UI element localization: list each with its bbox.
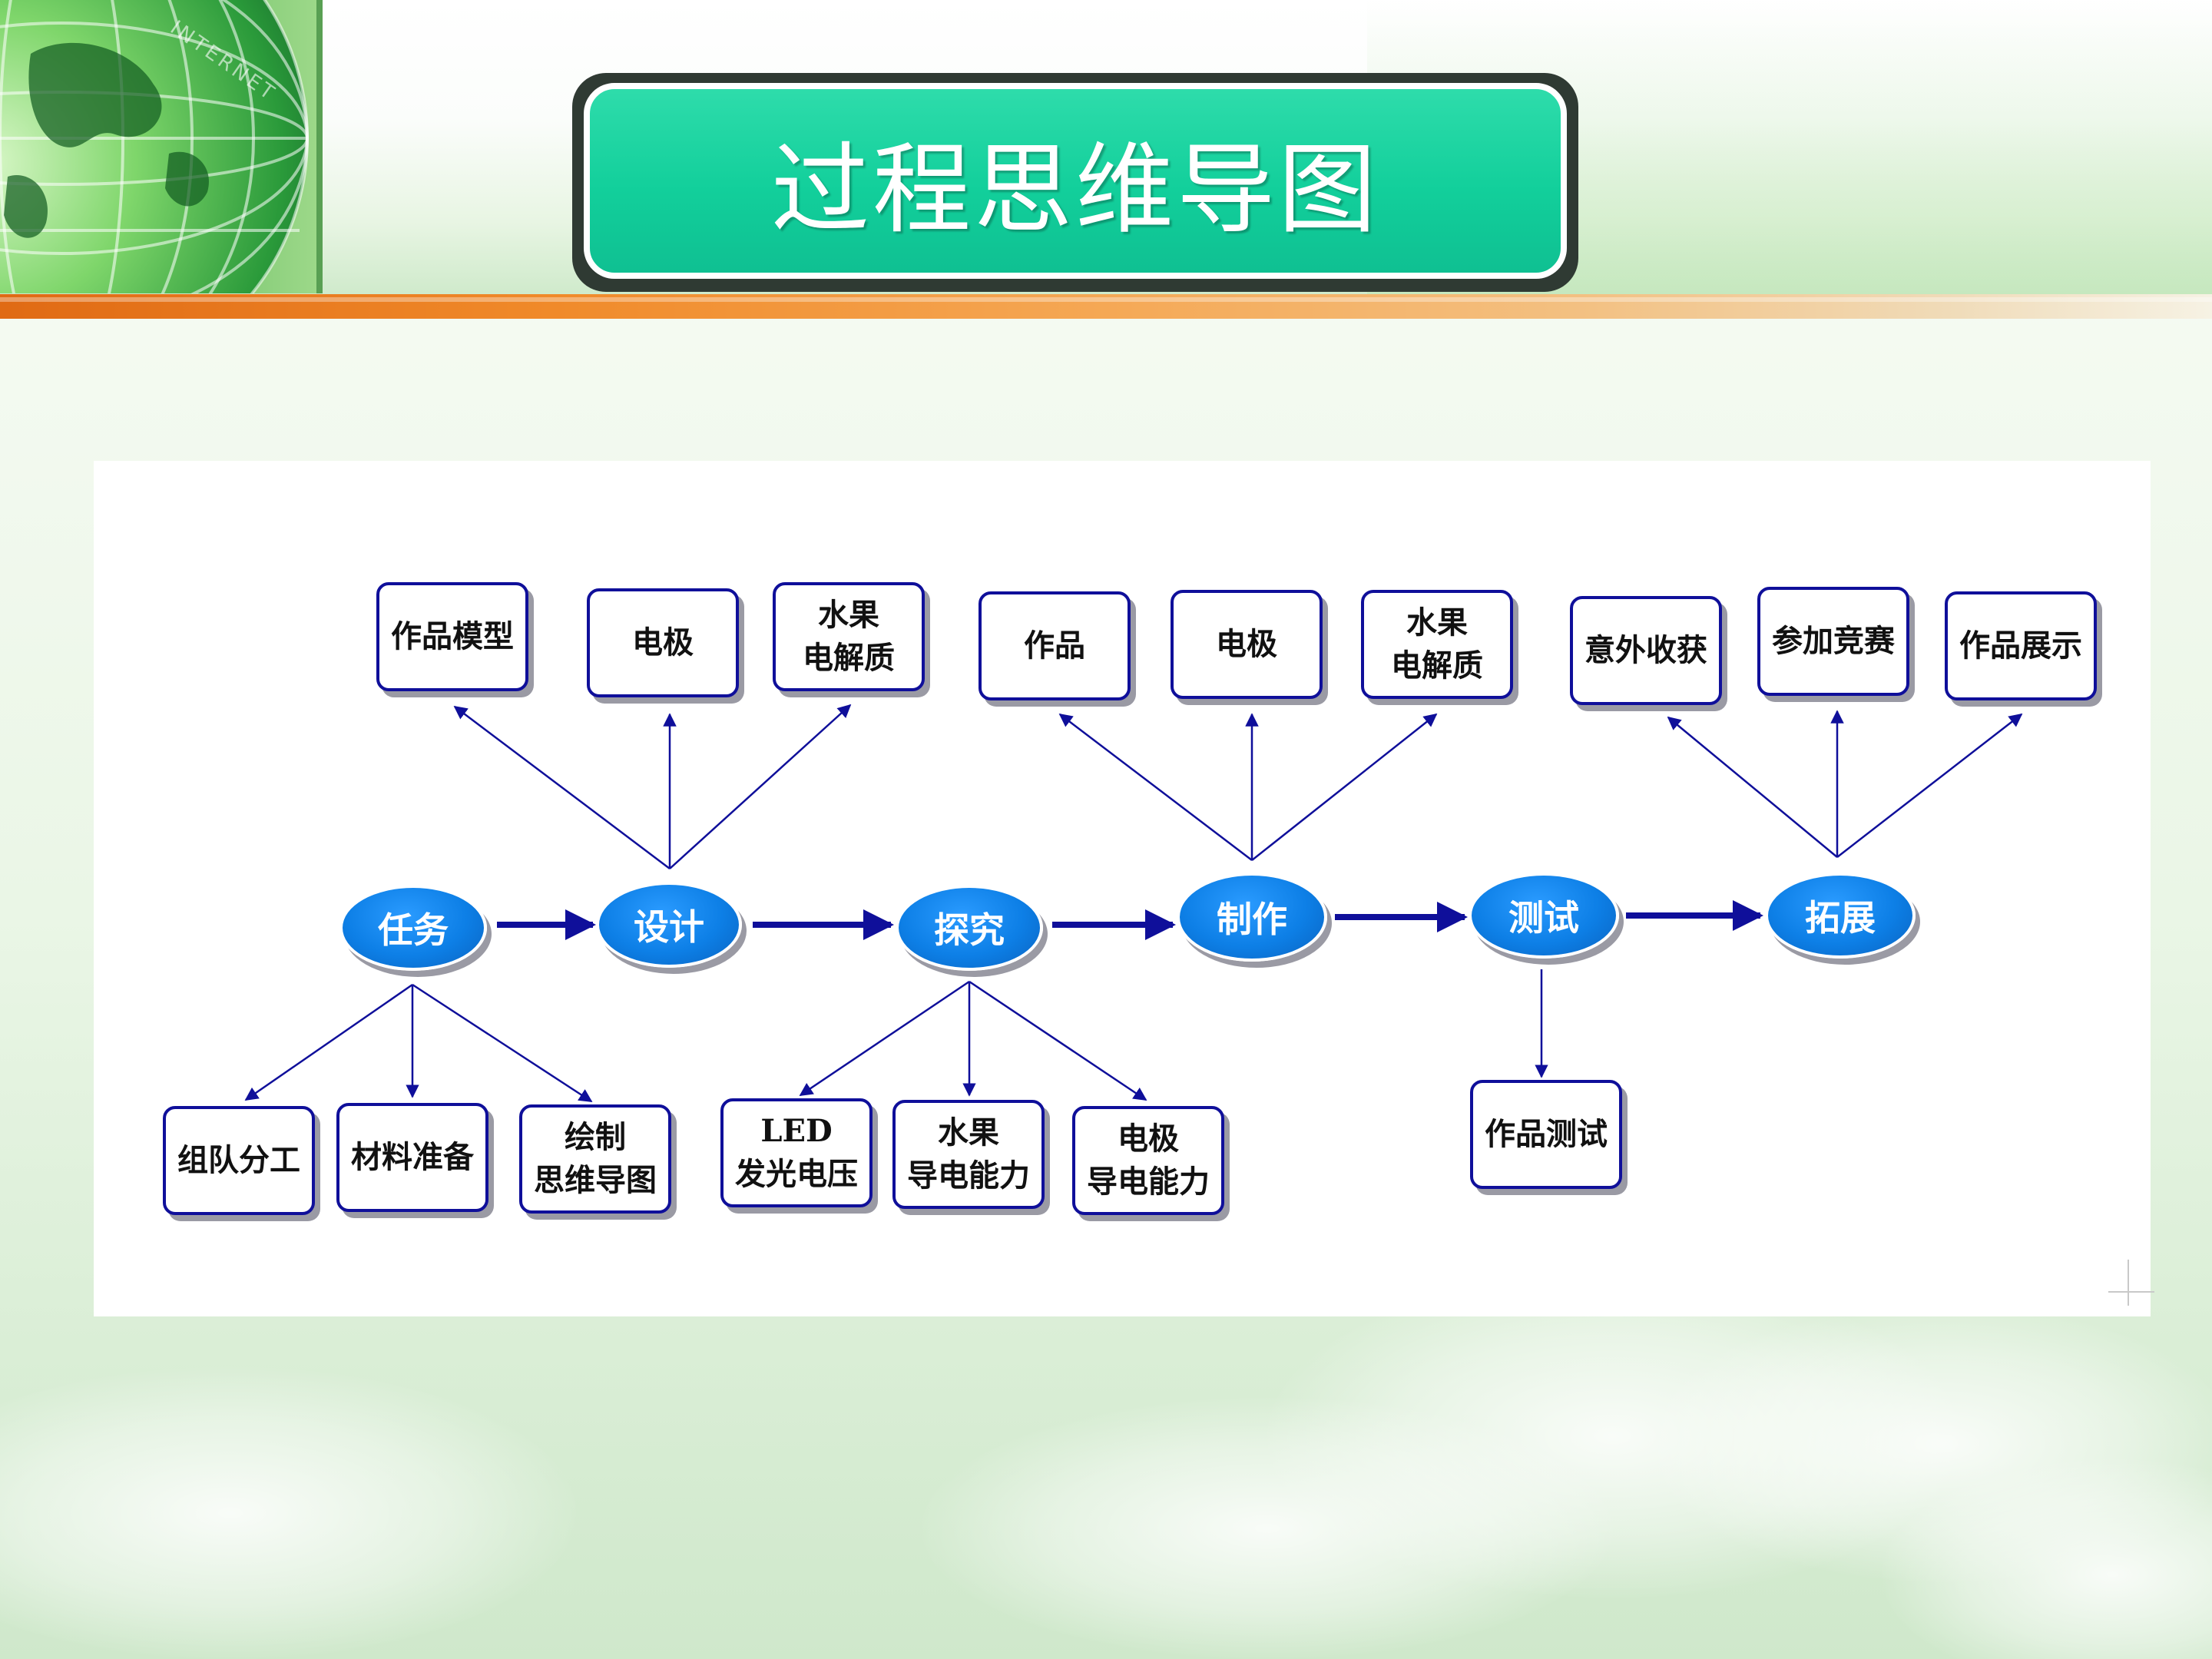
branch-arrows <box>244 704 2023 1103</box>
branch-arrow <box>1251 713 1438 861</box>
node-task: 任务 <box>339 885 487 971</box>
make-child-fruit-electrolyte: 水果 电解质 <box>1361 590 1513 699</box>
branch-arrow <box>969 980 1147 1101</box>
background-cloud <box>0 1367 576 1659</box>
branch-arrow <box>669 704 852 869</box>
extend-child-competition: 参加竞赛 <box>1757 587 1909 696</box>
branch-arrow <box>1667 716 1838 858</box>
node-design: 设计 <box>596 882 742 968</box>
globe-logo: INTERNET <box>0 0 323 293</box>
task-child-materials: 材料准备 <box>336 1103 488 1212</box>
design-child-fruit-electrolyte: 水果 电解质 <box>773 582 925 691</box>
extend-child-showcase: 作品展示 <box>1945 591 2097 700</box>
design-child-model: 作品模型 <box>376 582 528 691</box>
branch-arrow <box>244 983 413 1101</box>
background-cloud <box>922 1398 1613 1659</box>
connector-layer <box>244 704 2023 1103</box>
extend-child-surprise: 意外收获 <box>1570 596 1722 705</box>
orange-divider <box>0 294 2212 319</box>
mind-map-diagram: 任务 设计 探究 制作 测试 拓展 作品模型 电极 水果 电解质 作品 电极 水… <box>94 461 2151 1316</box>
branch-arrow <box>453 705 671 869</box>
test-child-work-test: 作品测试 <box>1470 1080 1622 1189</box>
explore-child-electrode-conductivity: 电极 导电能力 <box>1072 1106 1224 1215</box>
node-explore: 探究 <box>896 885 1043 971</box>
explore-child-led-voltage: LED 发光电压 <box>720 1098 873 1207</box>
task-child-team: 组队分工 <box>163 1106 315 1215</box>
corner-crosshair-icon <box>2108 1260 2154 1306</box>
node-extend: 拓展 <box>1765 873 1916 959</box>
node-make: 制作 <box>1177 873 1327 962</box>
branch-arrow <box>1058 713 1253 861</box>
page-title: 过程思维导图 <box>770 133 1379 247</box>
node-test: 测试 <box>1469 873 1619 959</box>
main-flow-arrows <box>497 900 1763 940</box>
branch-arrow <box>412 983 593 1103</box>
branch-arrow <box>1836 713 2023 858</box>
title-box: 过程思维导图 <box>584 83 1567 279</box>
design-child-electrode: 电极 <box>587 588 739 697</box>
make-child-work: 作品 <box>979 591 1131 700</box>
make-child-electrode: 电极 <box>1171 590 1323 699</box>
explore-child-fruit-conductivity: 水果 导电能力 <box>892 1100 1045 1209</box>
branch-arrow <box>799 980 970 1097</box>
task-child-mindmap: 绘制 思维导图 <box>519 1104 671 1214</box>
